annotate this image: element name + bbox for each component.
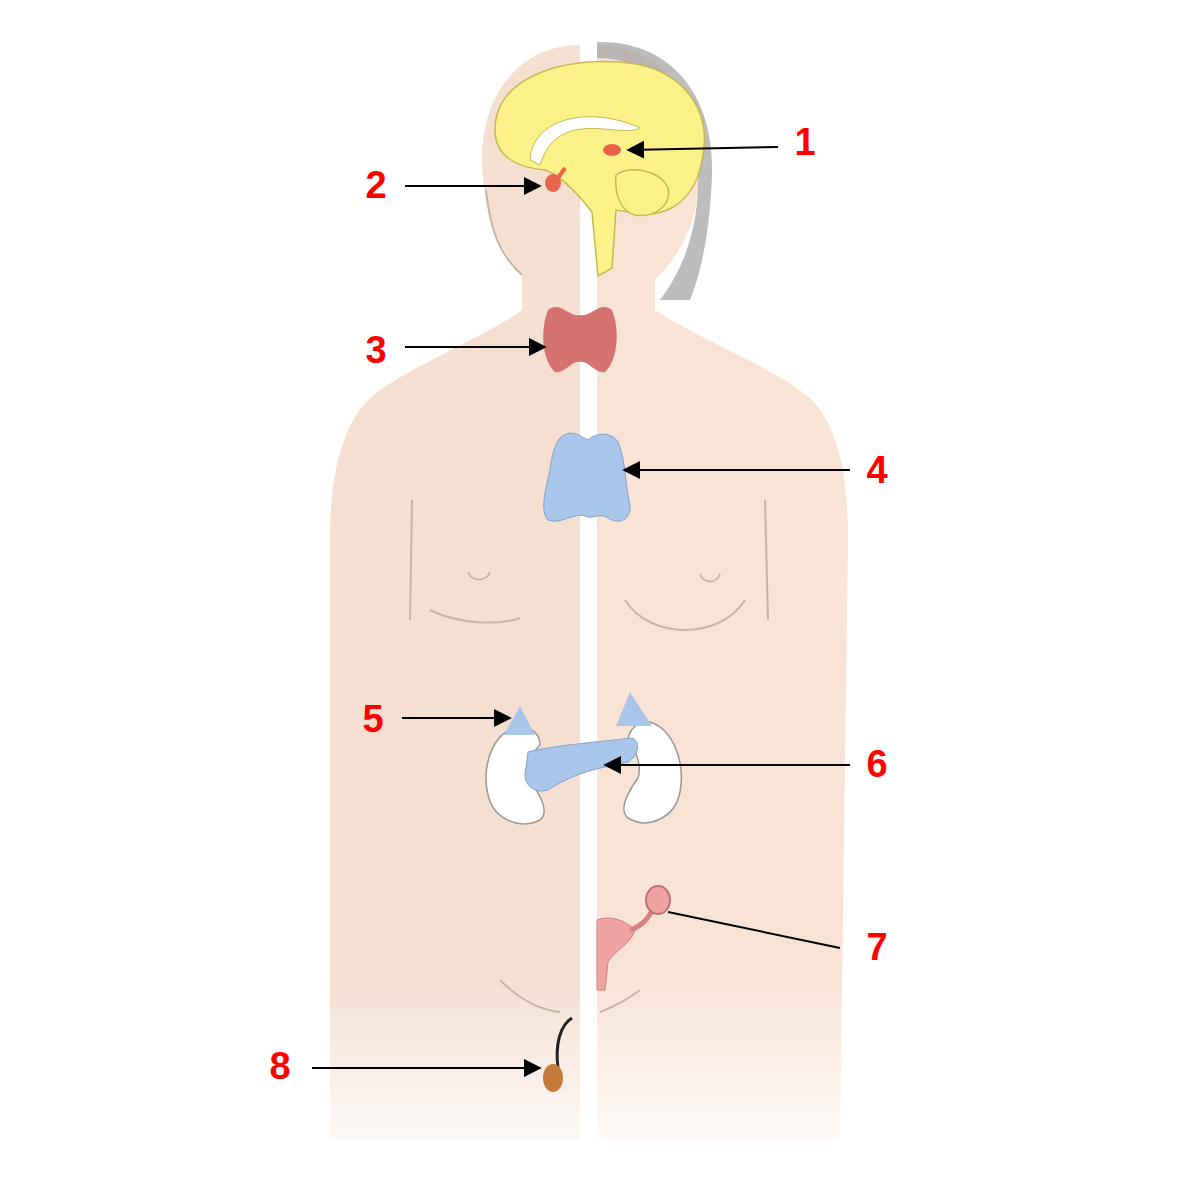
callout-number: 3	[365, 331, 386, 369]
adrenal-left	[504, 706, 535, 735]
kidney-right	[624, 722, 681, 823]
nipple-right	[700, 574, 720, 582]
callout-number: 7	[866, 928, 887, 966]
callout-number: 6	[866, 745, 887, 783]
pituitary-gland	[545, 174, 561, 192]
leader-line	[405, 346, 545, 348]
nipple-left	[468, 572, 490, 580]
leader-line	[628, 147, 778, 150]
leader-line	[624, 469, 850, 471]
chest-line-right	[625, 600, 745, 630]
torso-line-left	[410, 500, 412, 620]
leader-line	[312, 1067, 540, 1069]
torso-line-right	[765, 500, 768, 620]
brain	[495, 62, 704, 276]
callout-number: 5	[362, 700, 383, 738]
leader-line	[668, 912, 840, 948]
leader-line	[405, 185, 540, 187]
callout-number: 1	[794, 123, 815, 161]
callout-number: 4	[866, 451, 887, 489]
pituitary-stalk	[558, 168, 565, 178]
cerebellum	[616, 170, 669, 216]
testis	[543, 1064, 563, 1092]
male-body	[330, 45, 580, 1140]
thyroid-gland	[543, 307, 616, 372]
spermatic-cord	[557, 1018, 572, 1068]
leader-line	[605, 764, 850, 766]
corpus-callosum	[530, 117, 640, 165]
ovary	[646, 886, 670, 914]
callout-number: 2	[365, 166, 386, 204]
hip-line-left	[500, 980, 560, 1012]
leader-line	[402, 717, 510, 719]
uterus	[597, 918, 635, 990]
pineal-gland	[603, 144, 621, 156]
callout-number: 8	[269, 1047, 290, 1085]
adrenal-right	[616, 692, 652, 726]
chest-line-left	[430, 610, 520, 623]
hip-line-right	[600, 990, 640, 1012]
thymus-gland	[544, 433, 630, 521]
face-line	[486, 190, 522, 275]
female-body	[597, 45, 848, 1140]
